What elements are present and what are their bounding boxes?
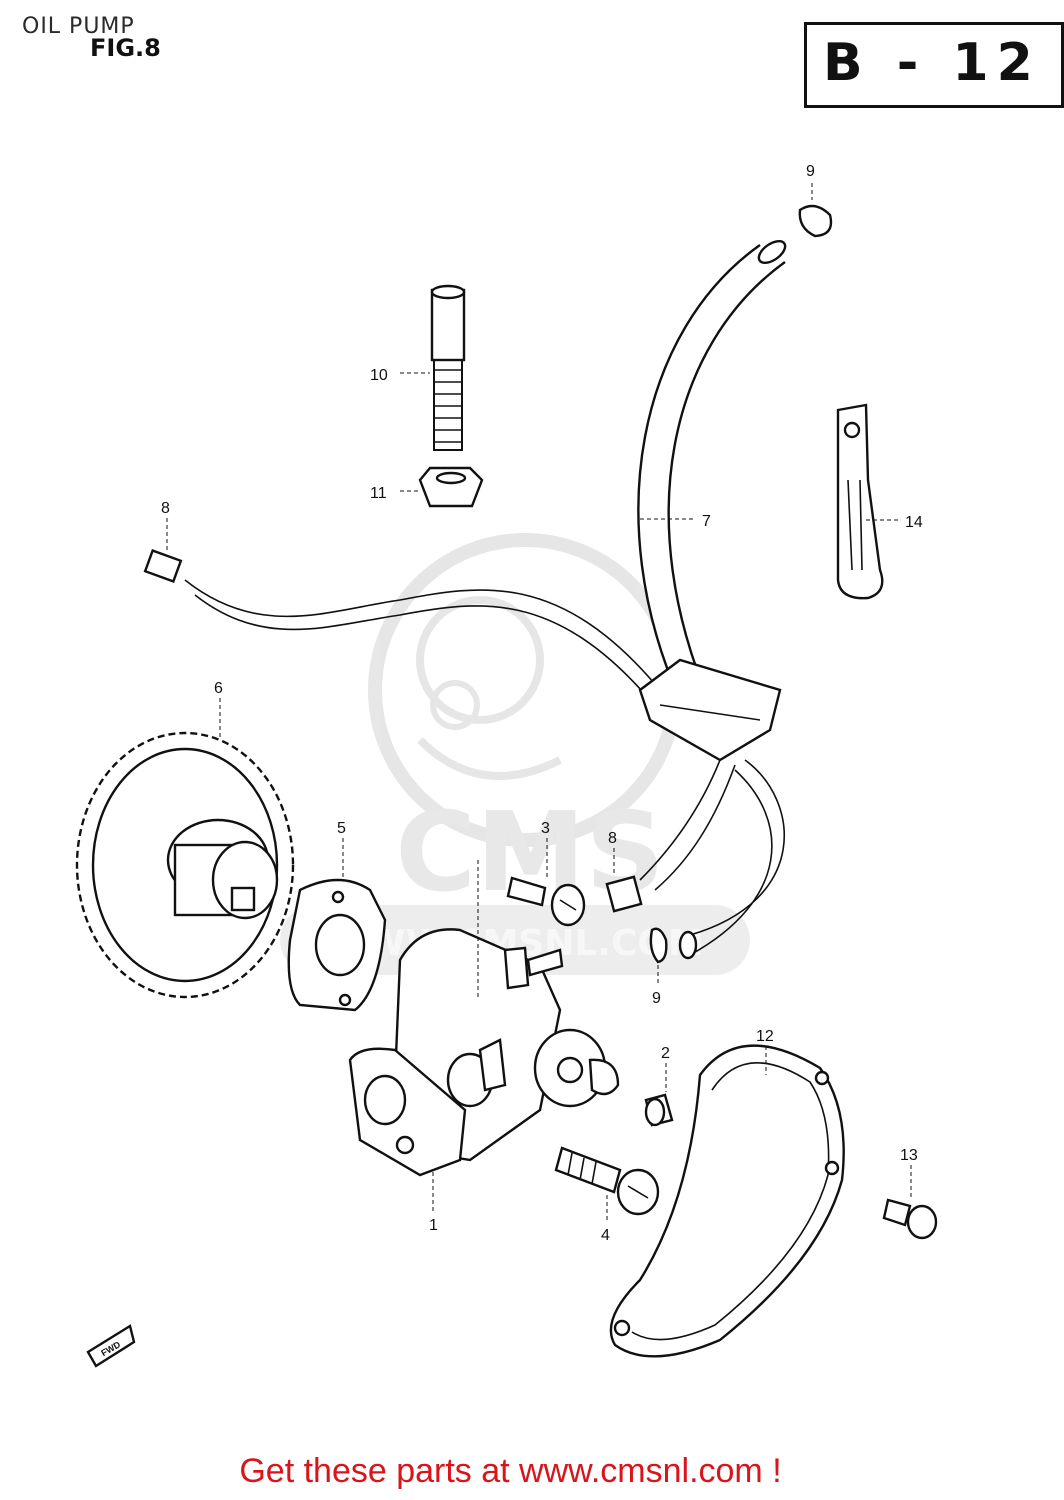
part-4-screw[interactable] [554, 1146, 660, 1216]
exploded-parts-diagram: CMS WWW.CMSNL.COM [75, 163, 938, 1368]
part-9-clip-lower[interactable] [649, 927, 668, 964]
callout-8-lower: 8 [608, 830, 617, 847]
part-11-nut[interactable] [418, 466, 484, 508]
parts-shop-link[interactable]: Get these parts at www.cmsnl.com ! [239, 1452, 782, 1490]
part-1-oil-pump[interactable] [348, 928, 620, 1177]
figure-label: FIG.8 [90, 34, 161, 62]
part-3-screw[interactable] [506, 876, 586, 927]
part-12-cover-gasket[interactable] [609, 1044, 845, 1358]
callout-13: 13 [900, 1147, 918, 1164]
part-14-cable-bracket[interactable] [836, 403, 884, 600]
callout-5: 5 [337, 820, 346, 837]
callout-1: 1 [429, 1217, 438, 1234]
callout-10: 10 [370, 367, 388, 384]
callout-9-lower: 9 [652, 990, 661, 1007]
part-8-sleeve-lower[interactable] [605, 875, 643, 913]
watermark-banner [280, 905, 750, 975]
callout-8-top: 8 [161, 500, 170, 517]
lower-hoses [639, 759, 786, 960]
callout-3: 3 [541, 820, 550, 837]
callout-9-top: 9 [806, 163, 815, 180]
section-code-box: B - 12 [804, 22, 1064, 108]
part-6-drive-gear[interactable] [75, 731, 295, 999]
part-2-pin[interactable] [644, 1093, 674, 1127]
part-9-clip-upper[interactable] [798, 204, 833, 238]
callout-2: 2 [661, 1045, 670, 1062]
callout-11: 11 [370, 485, 387, 502]
callout-6: 6 [214, 680, 223, 697]
hose-clamp-bracket [638, 658, 782, 762]
callout-7: 7 [702, 513, 711, 530]
oil-feed-line [184, 579, 661, 701]
part-10-adjuster-bolt[interactable] [430, 284, 466, 451]
callout-12: 12 [756, 1028, 774, 1045]
part-8-sleeve-upper[interactable] [143, 548, 183, 584]
part-7-oil-hose[interactable] [637, 237, 788, 709]
part-13-screw[interactable] [882, 1198, 938, 1240]
callout-4: 4 [601, 1227, 610, 1244]
callout-14: 14 [905, 514, 923, 531]
leader-lines [166, 183, 912, 1222]
callout-numbers: 9 10 11 8 7 14 6 5 3 8 9 12 2 13 1 4 [161, 163, 923, 1244]
section-code: B - 12 [823, 33, 1041, 93]
forward-direction-arrow: FWD [86, 1324, 136, 1368]
part-5-gasket[interactable] [287, 878, 387, 1012]
page-title: OIL PUMP [22, 14, 135, 39]
